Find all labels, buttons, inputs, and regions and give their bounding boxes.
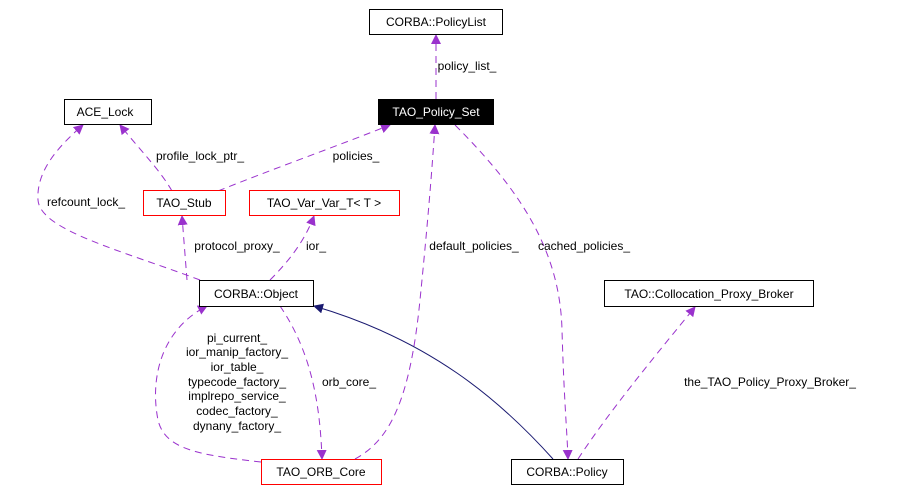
node-tao-var-var-t[interactable]: TAO_Var_Var_T< T > — [249, 190, 400, 216]
node-corba-policy[interactable]: CORBA::Policy — [511, 459, 624, 485]
edge-protocol-proxy — [177, 215, 188, 281]
edge-label-policy-list: policy_list_ — [438, 59, 497, 73]
node-label: CORBA::Object — [214, 287, 299, 301]
node-label: TAO::Collocation_Proxy_Broker — [624, 287, 793, 301]
node-corba-object[interactable]: CORBA::Object — [199, 280, 314, 307]
member-label: ior_manip_factory_ — [186, 345, 288, 359]
edge-label-policies: policies_ — [333, 149, 380, 163]
node-label: TAO_Stub — [156, 196, 211, 210]
edge-label-cached-policies: cached_policies_ — [538, 239, 630, 253]
node-label: TAO_Policy_Set — [392, 105, 480, 119]
edge-default-policies — [354, 124, 440, 460]
node-label: TAO_Var_Var_T< T > — [267, 196, 381, 210]
edge-inheritance-policy-object — [313, 303, 554, 460]
node-tao-policy-set: TAO_Policy_Set — [378, 99, 494, 125]
member-label: dynany_factory_ — [193, 419, 281, 433]
edge-label-default-policies: default_policies_ — [429, 239, 519, 253]
edge-label-orb-core: orb_core_ — [322, 375, 376, 389]
edge-label-refcount-lock: refcount_lock_ — [47, 195, 125, 209]
node-tao-stub[interactable]: TAO_Stub — [143, 190, 226, 216]
member-label: ior_table_ — [211, 360, 264, 374]
edge-label-ior: ior_ — [306, 239, 326, 253]
edge-label-protocol-proxy: protocol_proxy_ — [194, 239, 280, 253]
edge-orb-core — [279, 305, 327, 460]
edge-cached-policies — [454, 124, 573, 460]
edge-label-profile-lock-ptr: profile_lock_ptr_ — [156, 149, 244, 163]
member-label: pi_current_ — [207, 331, 267, 345]
node-corba-policylist[interactable]: CORBA::PolicyList — [369, 9, 503, 35]
edge-label-proxy-broker: the_TAO_Policy_Proxy_Broker_ — [684, 375, 856, 389]
edge-profile-lock-ptr — [119, 124, 173, 192]
node-label: TAO_ORB_Core — [276, 465, 365, 479]
member-label: implrepo_service_ — [188, 389, 286, 403]
node-ace-lock[interactable]: ACE_Lock — [64, 99, 152, 125]
node-collocation-proxy-broker[interactable]: TAO::Collocation_Proxy_Broker — [604, 280, 814, 307]
member-label: codec_factory_ — [196, 404, 278, 418]
node-label: CORBA::PolicyList — [386, 15, 487, 29]
node-tao-orb-core[interactable]: TAO_ORB_Core — [261, 459, 382, 485]
edge-ior — [269, 215, 316, 281]
node-label: ACE_Lock — [77, 105, 135, 119]
edge-refcount-lock — [37, 124, 201, 281]
edge-label-orb-core-members: pi_current_ ior_manip_factory_ ior_table… — [186, 331, 288, 433]
edge-orb-core-members — [155, 305, 262, 463]
node-label: CORBA::Policy — [526, 465, 607, 479]
member-label: typecode_factory_ — [188, 375, 286, 389]
edge-proxy-broker — [577, 306, 696, 460]
